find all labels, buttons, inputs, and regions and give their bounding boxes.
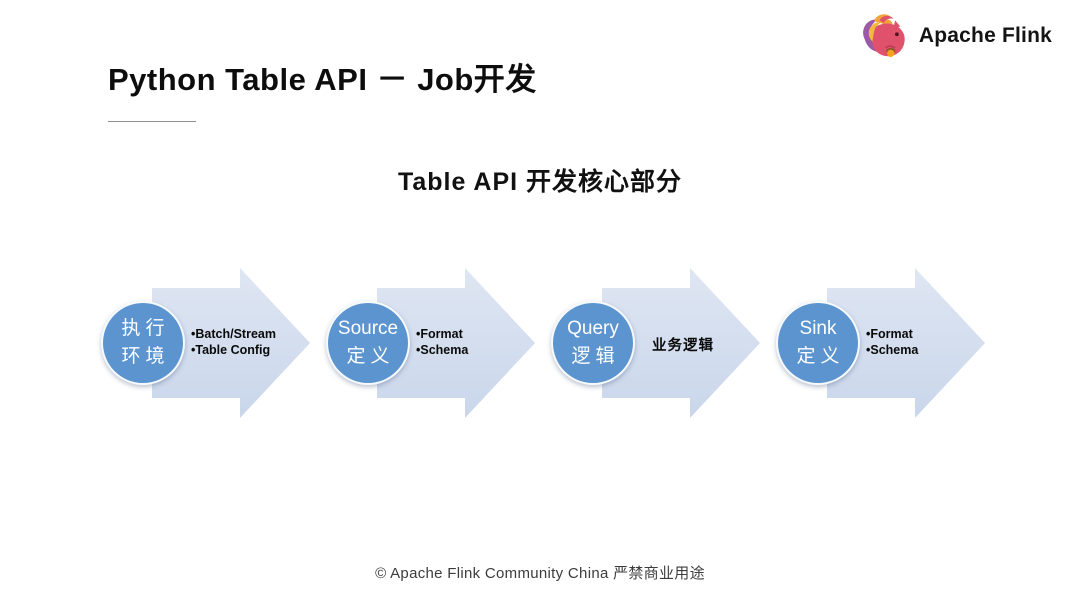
circle-label-line2: 定义 xyxy=(346,346,395,367)
circle-label-line1: Source xyxy=(337,318,399,340)
step-execution-environment: 执行 环境 •Batch/Stream •Table Config xyxy=(95,262,315,424)
circle-label-line1: Query xyxy=(567,318,619,340)
step-source-definition: Source 定义 •Format •Schema xyxy=(320,262,540,424)
flink-logo: Apache Flink xyxy=(857,10,1052,62)
flink-squirrel-icon xyxy=(863,14,905,57)
bullet-item: •Table Config xyxy=(191,343,271,357)
diagram-title: Table API 开发核心部分 xyxy=(397,168,683,196)
arrow-right-shape xyxy=(377,268,535,418)
step-bullets: •Format •Schema xyxy=(866,326,918,358)
circle-label-line1: 执行 xyxy=(121,318,170,340)
brand-name: Apache Flink xyxy=(918,24,1052,47)
circle-label-line2: 定义 xyxy=(796,346,845,367)
title-underline xyxy=(108,121,196,122)
circle-label-line2: 环境 xyxy=(121,346,170,367)
circle-label-line1: Sink xyxy=(799,318,837,340)
step-circle-source-definition: Source 定义 xyxy=(326,301,410,385)
step-circle-query-logic: Query 逻辑 xyxy=(551,301,635,385)
circle-label-line2: 逻辑 xyxy=(571,346,620,367)
arrow-right-shape xyxy=(827,268,985,418)
step-circle-execution-environment: 执行 环境 xyxy=(101,301,185,385)
step-query-logic: Query 逻辑 业务逻辑 xyxy=(545,262,765,424)
footer-copyright: © Apache Flink Community China 严禁商业用途 xyxy=(375,565,705,582)
bullet-item: •Format xyxy=(416,327,463,341)
bullet-item: •Schema xyxy=(866,343,919,357)
process-diagram: 执行 环境 •Batch/Stream •Table Config Source… xyxy=(0,262,1080,424)
business-logic-label: 业务逻辑 xyxy=(652,338,714,354)
step-bullets: •Format •Schema xyxy=(416,326,468,358)
arrow-right-shape xyxy=(602,268,760,418)
bullet-item: •Batch/Stream xyxy=(191,327,276,341)
step-circle-sink-definition: Sink 定义 xyxy=(776,301,860,385)
step-bullets: •Batch/Stream •Table Config xyxy=(191,326,276,358)
bullet-item: •Format xyxy=(866,327,913,341)
arrow-right-shape xyxy=(152,268,310,418)
bullet-item: •Schema xyxy=(416,343,469,357)
step-sink-definition: Sink 定义 •Format •Schema xyxy=(770,262,990,424)
page-title: Python Table API － Job开发 xyxy=(108,62,537,97)
